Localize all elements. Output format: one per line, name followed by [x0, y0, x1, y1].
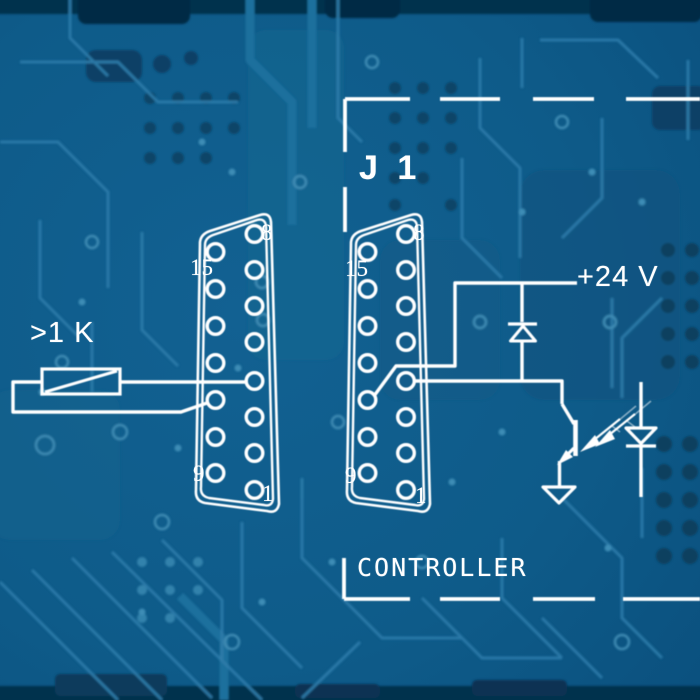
controller-label: CONTROLLER [357, 553, 528, 582]
phototransistor-symbol [557, 403, 578, 487]
left-connector-pin15-label: 15 [190, 255, 213, 280]
right-connector-pin1-label: 1 [415, 483, 427, 508]
dsub-15-connector-right [345, 213, 432, 513]
ground-icon [541, 485, 577, 505]
pin-holes [205, 223, 265, 501]
resistor-value-label: >1 K [30, 317, 95, 349]
clamp-diode-symbol [508, 283, 537, 381]
supply-voltage-label: +24 V [577, 261, 659, 293]
right-connector-pin15-label: 15 [345, 256, 368, 281]
dashed-controller-boundary [342, 97, 700, 601]
connector-designator-label: J 1 [359, 149, 422, 187]
resistor-symbol [40, 367, 122, 396]
sensor-loop-wire [11, 380, 208, 414]
supply-wire [372, 281, 577, 398]
left-connector-pin9-label: 9 [193, 461, 205, 486]
right-connector-pin9-label: 9 [345, 463, 357, 488]
left-connector-pin8-label: 8 [261, 220, 273, 245]
right-connector-pin8-label: 8 [413, 220, 425, 245]
left-connector-pin1-label: 1 [262, 481, 274, 506]
light-arrows-icon [580, 400, 652, 452]
pin-holes [357, 223, 417, 501]
dsub-15-connector-left [194, 213, 281, 513]
led-symbol [624, 382, 658, 497]
input-wire [414, 379, 564, 404]
